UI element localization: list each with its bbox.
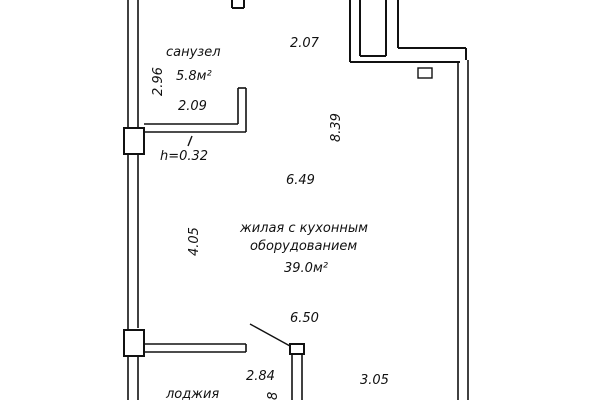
- right-outer-wall: [457, 60, 469, 400]
- bathroom-name: санузел: [166, 45, 221, 60]
- bathroom-partition: [144, 87, 247, 133]
- dimension-4-05: 4.05: [187, 227, 202, 256]
- dimension-h-0-32: h=0.32: [160, 149, 208, 164]
- living-area: 39.0м²: [284, 261, 328, 276]
- vent-symbol: [417, 67, 433, 79]
- dimension-partial: 8: [266, 392, 281, 400]
- dimension-8-39: 8.39: [329, 113, 344, 142]
- dimension-6-50: 6.50: [290, 311, 319, 326]
- dimension-2-07: 2.07: [290, 36, 320, 51]
- top-door-frame: [231, 0, 245, 9]
- door-swing-upper: [187, 135, 193, 147]
- loggia-name: лоджия: [165, 387, 219, 400]
- right-shaft: [349, 0, 467, 63]
- left-outer-wall: [127, 0, 139, 400]
- dimension-2-84: 2.84: [246, 369, 275, 384]
- column-upper: [123, 127, 145, 155]
- bathroom-area: 5.8м²: [176, 69, 212, 84]
- living-name-line2: оборудованием: [250, 239, 357, 254]
- dimension-3-05: 3.05: [360, 373, 389, 388]
- living-name-line1: жилая с кухонным: [239, 221, 368, 236]
- dimension-2-09: 2.09: [178, 99, 207, 114]
- door-swing-lower: [249, 323, 291, 347]
- loggia-partition: [144, 343, 247, 353]
- dimension-6-49: 6.49: [286, 173, 315, 188]
- lower-door-block: [289, 343, 305, 400]
- dimension-2-96: 2.96: [151, 67, 166, 96]
- column-lower: [123, 329, 145, 357]
